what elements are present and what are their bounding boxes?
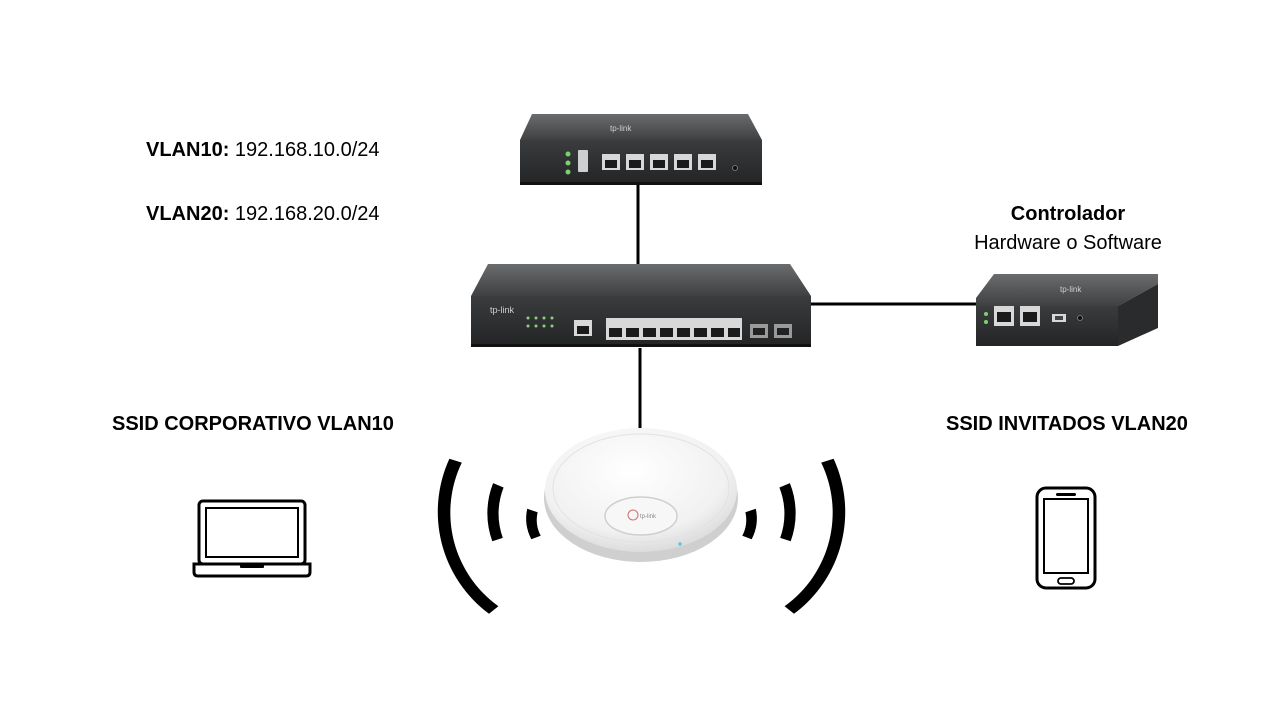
controller-icon: tp-link: [976, 274, 1158, 346]
controller-subtitle: Hardware o Software: [974, 232, 1162, 254]
smartphone-icon: [1035, 486, 1097, 590]
controller-title: Controlador: [1010, 203, 1126, 225]
ssid-corporate-label: SSID CORPORATIVO VLAN10: [112, 413, 394, 435]
vlan10-network: 192.168.10.0/24: [229, 139, 380, 161]
controller-brand: tp-link: [1060, 285, 1082, 294]
ssid-guest-label: SSID INVITADOS VLAN20: [946, 413, 1188, 435]
vlan10-name: VLAN10:: [146, 139, 230, 161]
router-brand: tp-link: [610, 124, 632, 133]
vlan20-network: 192.168.20.0/24: [229, 203, 380, 225]
vlan20-name: VLAN20:: [146, 203, 230, 225]
access-point-icon: tp-link: [544, 428, 738, 562]
switch-brand: tp-link: [490, 305, 515, 315]
ap-brand: tp-link: [640, 514, 657, 520]
wifi-waves-left-icon: [437, 458, 541, 614]
switch-icon: tp-link: [471, 264, 811, 347]
vlan20-label: VLAN20: 192.168.20.0/24: [146, 203, 380, 226]
router-icon: tp-link: [520, 114, 762, 185]
vlan10-label: VLAN10: 192.168.10.0/24: [146, 139, 380, 162]
wifi-waves-right-icon: [742, 458, 846, 614]
laptop-icon: [192, 499, 312, 578]
